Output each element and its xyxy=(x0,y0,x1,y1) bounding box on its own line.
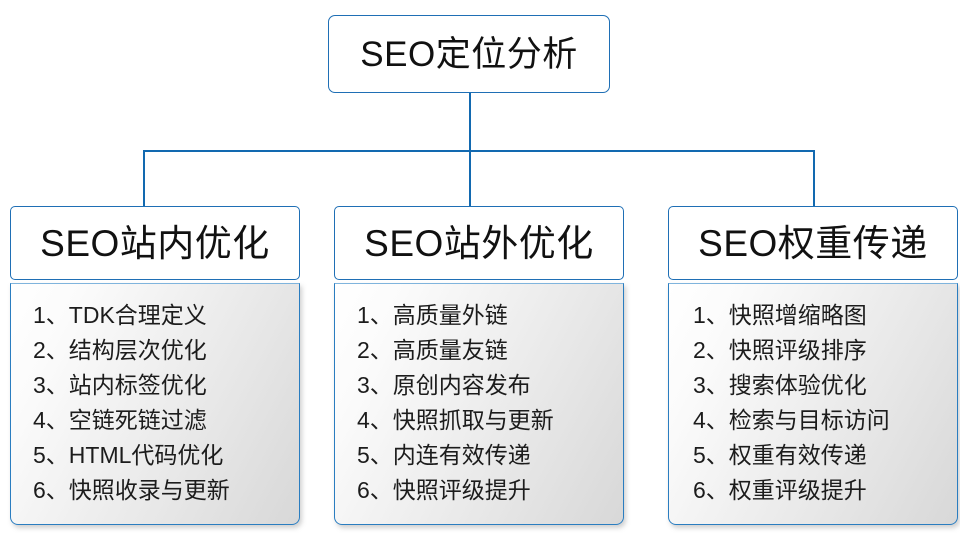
branch-column-1: SEO站内优化 1、TDK合理定义 2、结构层次优化 3、站内标签优化 4、空链… xyxy=(10,206,300,525)
list-item: 3、站内标签优化 xyxy=(33,372,207,398)
list-item: 1、高质量外链 xyxy=(357,302,508,328)
connector-root-stem xyxy=(469,93,471,151)
list-item: 3、搜索体验优化 xyxy=(693,372,867,398)
list-item: 4、检索与目标访问 xyxy=(693,407,890,433)
connector-branch-3-drop xyxy=(813,150,815,207)
branch-1-list: 1、TDK合理定义 2、结构层次优化 3、站内标签优化 4、空链死链过滤 5、H… xyxy=(10,283,300,525)
list-item: 5、权重有效传递 xyxy=(693,442,867,468)
branch-2-header-label: SEO站外优化 xyxy=(364,222,594,264)
list-item: 3、原创内容发布 xyxy=(357,372,531,398)
list-item: 2、结构层次优化 xyxy=(33,337,207,363)
branch-3-header[interactable]: SEO权重传递 xyxy=(668,206,958,280)
list-item: 2、快照评级排序 xyxy=(693,337,867,363)
connector-horizontal-bus xyxy=(143,150,815,152)
root-node[interactable]: SEO定位分析 xyxy=(328,15,610,93)
list-item: 1、快照增缩略图 xyxy=(693,302,867,328)
branch-column-3: SEO权重传递 1、快照增缩略图 2、快照评级排序 3、搜索体验优化 4、检索与… xyxy=(668,206,958,525)
list-item: 1、TDK合理定义 xyxy=(33,302,207,328)
connector-branch-1-drop xyxy=(143,150,145,207)
list-item: 4、空链死链过滤 xyxy=(33,407,207,433)
branch-3-list: 1、快照增缩略图 2、快照评级排序 3、搜索体验优化 4、检索与目标访问 5、权… xyxy=(668,283,958,525)
branch-2-list: 1、高质量外链 2、高质量友链 3、原创内容发布 4、快照抓取与更新 5、内连有… xyxy=(334,283,624,525)
list-item: 4、快照抓取与更新 xyxy=(357,407,554,433)
list-item: 6、权重评级提升 xyxy=(693,477,867,503)
branch-3-header-label: SEO权重传递 xyxy=(698,222,928,264)
branch-1-header-label: SEO站内优化 xyxy=(40,222,270,264)
list-item: 5、HTML代码优化 xyxy=(33,442,224,468)
list-item: 2、高质量友链 xyxy=(357,337,508,363)
list-item: 6、快照评级提升 xyxy=(357,477,531,503)
branch-column-2: SEO站外优化 1、高质量外链 2、高质量友链 3、原创内容发布 4、快照抓取与… xyxy=(334,206,624,525)
branch-2-header[interactable]: SEO站外优化 xyxy=(334,206,624,280)
connector-branch-2-drop xyxy=(469,150,471,207)
branch-1-header[interactable]: SEO站内优化 xyxy=(10,206,300,280)
list-item: 6、快照收录与更新 xyxy=(33,477,230,503)
root-node-label: SEO定位分析 xyxy=(360,34,578,74)
list-item: 5、内连有效传递 xyxy=(357,442,531,468)
